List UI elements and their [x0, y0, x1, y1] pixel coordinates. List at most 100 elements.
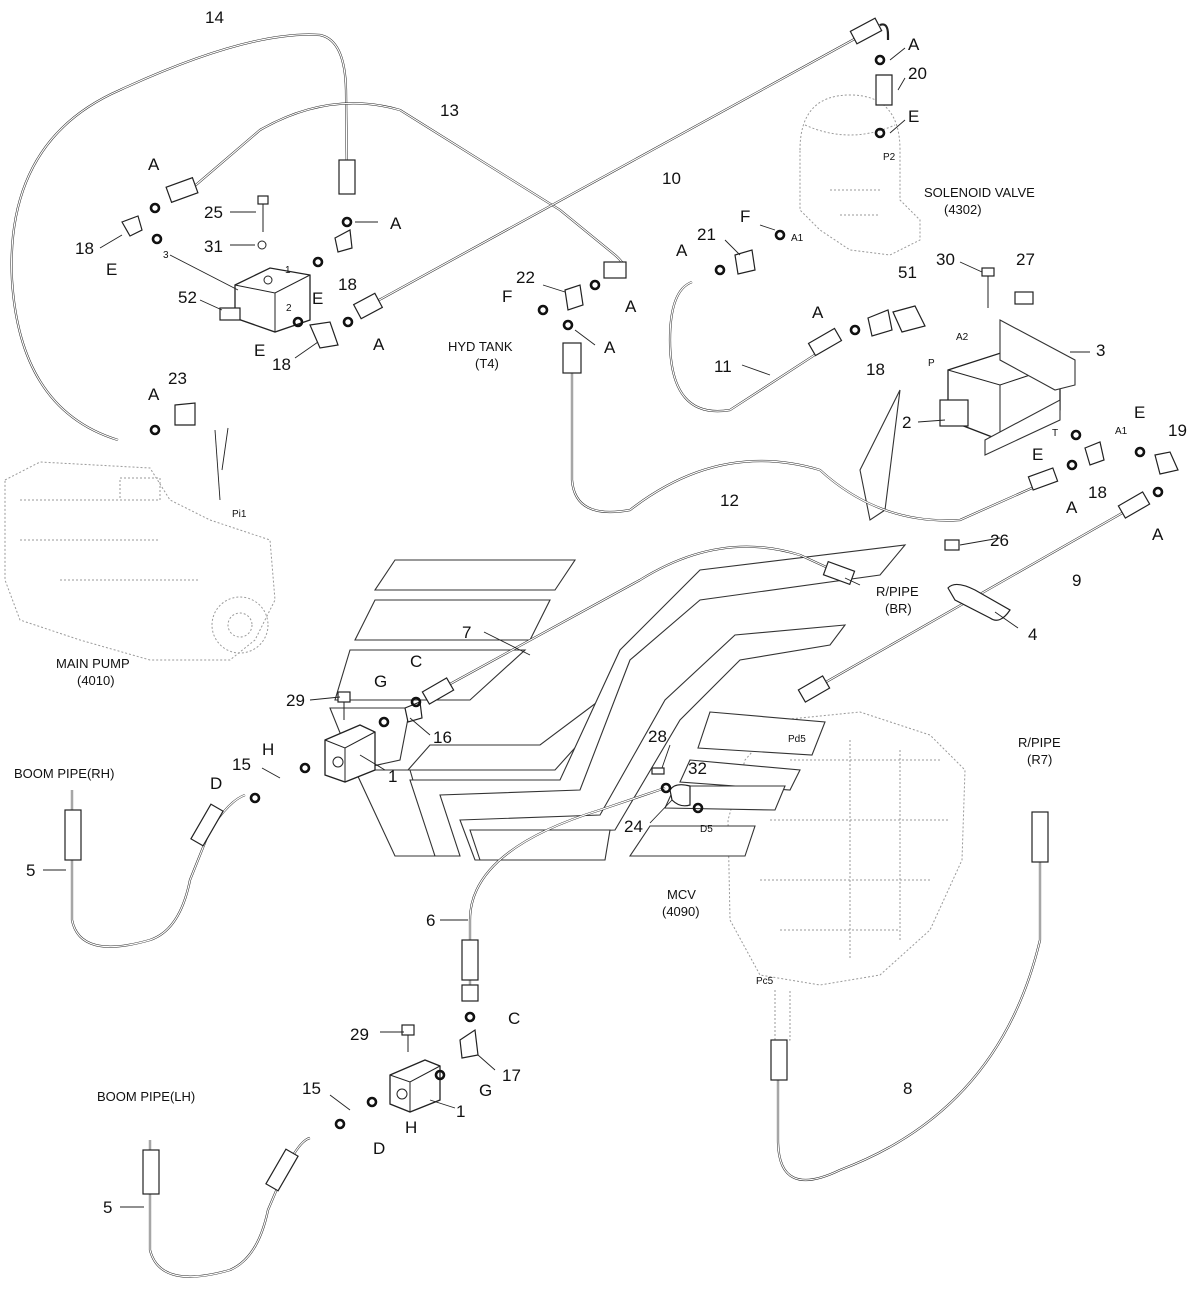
label-31: 31 [204, 237, 223, 256]
label-4: 4 [1028, 625, 1037, 644]
port-label-Pd5: Pd5 [788, 734, 806, 745]
rpipe-br-code: (BR) [885, 601, 912, 616]
letter-A-6: A [676, 241, 688, 260]
component-callouts: SOLENOID VALVE (4302) HYD TANK (T4) MAIN… [14, 185, 1061, 1104]
label-20: 20 [908, 64, 927, 83]
letter-C-2: C [508, 1009, 520, 1028]
hose-11 [668, 280, 843, 413]
label-17: 17 [502, 1066, 521, 1085]
label-21: 21 [697, 225, 716, 244]
hose-6 [461, 786, 666, 1002]
letter-G-2: G [479, 1081, 492, 1100]
letter-D-1: D [210, 774, 222, 793]
letter-E-1: E [106, 260, 117, 279]
letter-A-11: A [1152, 525, 1164, 544]
valve-block-51 [939, 319, 1076, 456]
letter-E-3: E [254, 341, 265, 360]
label-12: 12 [720, 491, 739, 510]
port-label-T: T [1052, 428, 1058, 439]
label-6: 6 [426, 911, 435, 930]
elbow-fitting-icon [121, 215, 1179, 1059]
label-51: 51 [898, 263, 917, 282]
label-29-a: 29 [286, 691, 305, 710]
label-13: 13 [440, 101, 459, 120]
valve-block-52 [219, 267, 311, 333]
letter-D-2: D [373, 1139, 385, 1158]
letter-A-10: A [1066, 498, 1078, 517]
label-24: 24 [624, 817, 643, 836]
label-5-a: 5 [26, 861, 35, 880]
label-1-a: 1 [388, 767, 397, 786]
label-19: 19 [1168, 421, 1187, 440]
main-pump-name: MAIN PUMP [56, 656, 130, 671]
label-15-b: 15 [302, 1079, 321, 1098]
hose-14 [10, 33, 356, 442]
label-9: 9 [1072, 571, 1081, 590]
label-7: 7 [462, 623, 471, 642]
label-27: 27 [1016, 250, 1035, 269]
letter-A-2: A [390, 214, 402, 233]
label-30: 30 [936, 250, 955, 269]
label-25: 25 [204, 203, 223, 222]
letter-G-1: G [374, 672, 387, 691]
port-label-1: 1 [285, 265, 291, 276]
port-label-Pc5: Pc5 [756, 976, 774, 987]
letter-E-4: E [908, 107, 919, 126]
label-10: 10 [662, 169, 681, 188]
label-32: 32 [688, 759, 707, 778]
label-11: 11 [714, 357, 732, 376]
boom-pipe-rh: BOOM PIPE(RH) [14, 766, 114, 781]
letter-E-5: E [1134, 403, 1145, 422]
solenoid-valve-code: (4302) [944, 202, 982, 217]
letter-E-6: E [1032, 445, 1043, 464]
label-18-b: 18 [338, 275, 357, 294]
mcv-name: MCV [667, 887, 696, 902]
letter-A-7: A [625, 297, 637, 316]
label-16: 16 [433, 728, 452, 747]
letter-H-2: H [405, 1118, 417, 1137]
hyd-tank-code: (T4) [475, 356, 499, 371]
hose-7 [421, 545, 856, 705]
leader-lines [43, 47, 1090, 1208]
label-15-a: 15 [232, 755, 251, 774]
port-label-P2: P2 [883, 152, 896, 163]
bolt-icon [257, 195, 1034, 1052]
port-labels: 1 2 3 P T A1 A1 A2 P2 Pi1 Pd5 D5 Pc5 [163, 152, 1128, 987]
port-label-P: P [928, 358, 935, 369]
label-52: 52 [178, 288, 197, 307]
port-label-A1-valve: A1 [1115, 426, 1128, 437]
hyd-tank-name: HYD TANK [448, 339, 513, 354]
label-2: 2 [902, 413, 911, 432]
main-pump-code: (4010) [77, 673, 115, 688]
hose-5-rh [64, 790, 246, 948]
port-label-3: 3 [163, 250, 169, 261]
letter-A-1: A [148, 155, 160, 174]
letter-H-1: H [262, 740, 274, 759]
hose-10 [352, 17, 890, 320]
hose-8 [770, 811, 1049, 1182]
mcv-ghost [727, 711, 966, 1041]
clamp-icon [669, 583, 1011, 807]
port-label-D5: D5 [700, 824, 713, 835]
background-frame-shapes [329, 389, 907, 861]
main-pump-ghost [4, 461, 276, 661]
solenoid-valve-ghost [799, 94, 921, 256]
rpipe-br-name: R/PIPE [876, 584, 919, 599]
port-label-A1-solenoid: A1 [791, 233, 804, 244]
letter-A-9: A [812, 303, 824, 322]
port-label-2: 2 [286, 303, 292, 314]
label-29-b: 29 [350, 1025, 369, 1044]
part-number-labels: 14 13 10 20 25 31 18 18 18 18 18 52 21 2… [26, 8, 1187, 1217]
block-1-lower [389, 1059, 441, 1113]
label-5-b: 5 [103, 1198, 112, 1217]
label-8: 8 [903, 1079, 912, 1098]
label-18-e: 18 [1088, 483, 1107, 502]
tee-fitting-icon [174, 74, 893, 426]
hose-13 [165, 102, 627, 279]
label-23: 23 [168, 369, 187, 388]
label-28: 28 [648, 727, 667, 746]
letter-F-1: F [740, 207, 750, 226]
port-label-A2: A2 [956, 332, 969, 343]
rpipe-r7-name: R/PIPE [1018, 735, 1061, 750]
